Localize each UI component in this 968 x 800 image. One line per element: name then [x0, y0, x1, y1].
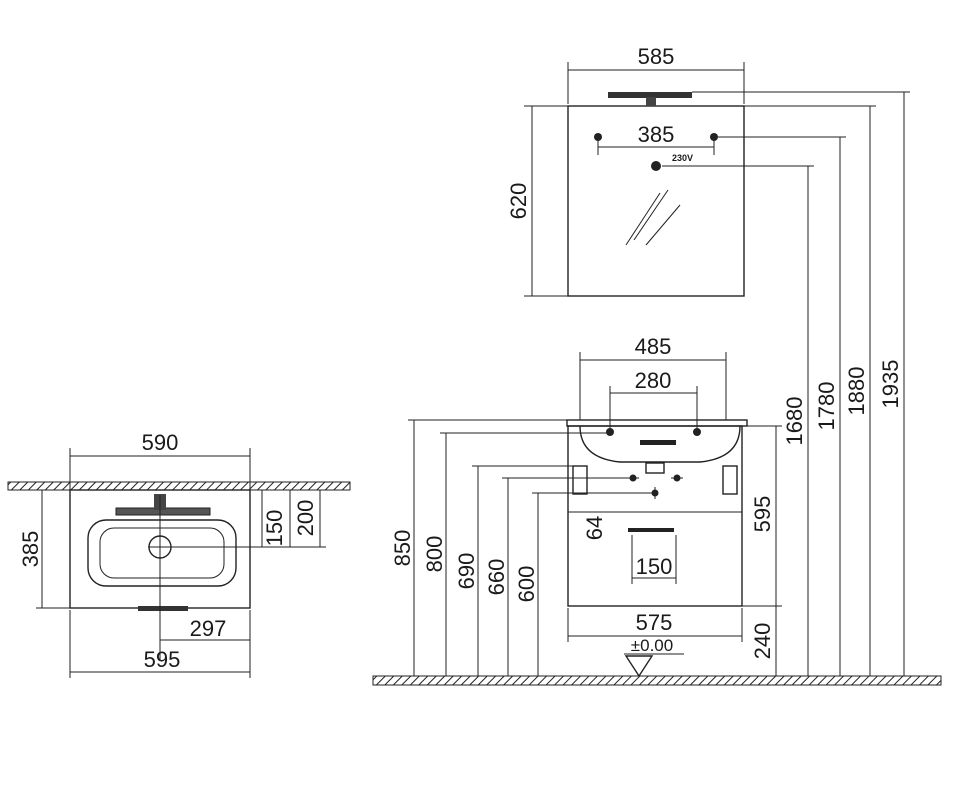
height-600-label: 600	[514, 566, 539, 603]
basin-tap-spacing-label: 280	[635, 368, 672, 393]
mirror-width-label: 585	[638, 44, 675, 69]
mirror-cabinet: 385 230V 585 620	[506, 44, 745, 297]
left-height-dims: 850 800 690 660 600	[390, 419, 655, 676]
basin-waste-width-label: 150	[636, 554, 673, 579]
side-fitting-left	[572, 465, 588, 495]
plan-dim-200-label: 200	[293, 500, 318, 537]
mirror-height-label: 620	[506, 183, 531, 220]
plan-width-label: 595	[144, 647, 181, 672]
floor-band	[372, 675, 942, 686]
plan-top-width-label: 590	[142, 430, 179, 455]
basin-outer-width-label: 485	[635, 334, 672, 359]
plan-view: 590 385 150 200 297 595	[7, 430, 351, 678]
mirror-voltage-label: 230V	[672, 153, 693, 163]
height-1880-label: 1880	[844, 367, 869, 416]
right-height-dims: 1680 1780 1880 1935	[662, 91, 910, 676]
plan-depth-label: 385	[18, 531, 43, 568]
height-850-label: 850	[390, 530, 415, 567]
plan-bowl-inner	[99, 527, 225, 579]
elevation-view: 385 230V 585 620	[372, 44, 942, 686]
tap-hole-right-icon	[693, 428, 701, 436]
mirror-fixing-spacing-label: 385	[638, 122, 675, 147]
plan-dim-297-label: 297	[190, 616, 227, 641]
height-800-label: 800	[422, 536, 447, 573]
basin-bowl	[579, 425, 741, 463]
plan-bowl-outer	[87, 519, 237, 587]
side-fitting-right	[722, 465, 738, 495]
floor-level-label: ±0.00	[631, 636, 673, 655]
height-1680-label: 1680	[782, 397, 807, 446]
height-660-label: 660	[484, 559, 509, 596]
height-1780-label: 1780	[814, 382, 839, 431]
mirror-light-icon	[608, 92, 692, 98]
basin-dim-64-label: 64	[582, 516, 607, 540]
height-1935-label: 1935	[878, 360, 903, 409]
wall-band	[7, 481, 351, 491]
height-690-label: 690	[454, 553, 479, 590]
tap-hole-left-icon	[606, 428, 614, 436]
floor-clearance-label: 240	[750, 623, 775, 660]
cabinet-height-label: 595	[750, 496, 775, 533]
electrical-point-icon	[651, 161, 661, 171]
cabinet-width-label: 575	[636, 610, 673, 635]
siphon-icon	[645, 462, 665, 474]
plan-front-lip	[138, 606, 188, 611]
cabinet-body	[567, 425, 743, 607]
floor-level-marker-icon	[624, 655, 654, 678]
basin-unit: 485 280 595 64 150 575 24	[566, 334, 782, 678]
basin-top	[566, 419, 748, 427]
plan-dim-150-label: 150	[262, 510, 287, 547]
